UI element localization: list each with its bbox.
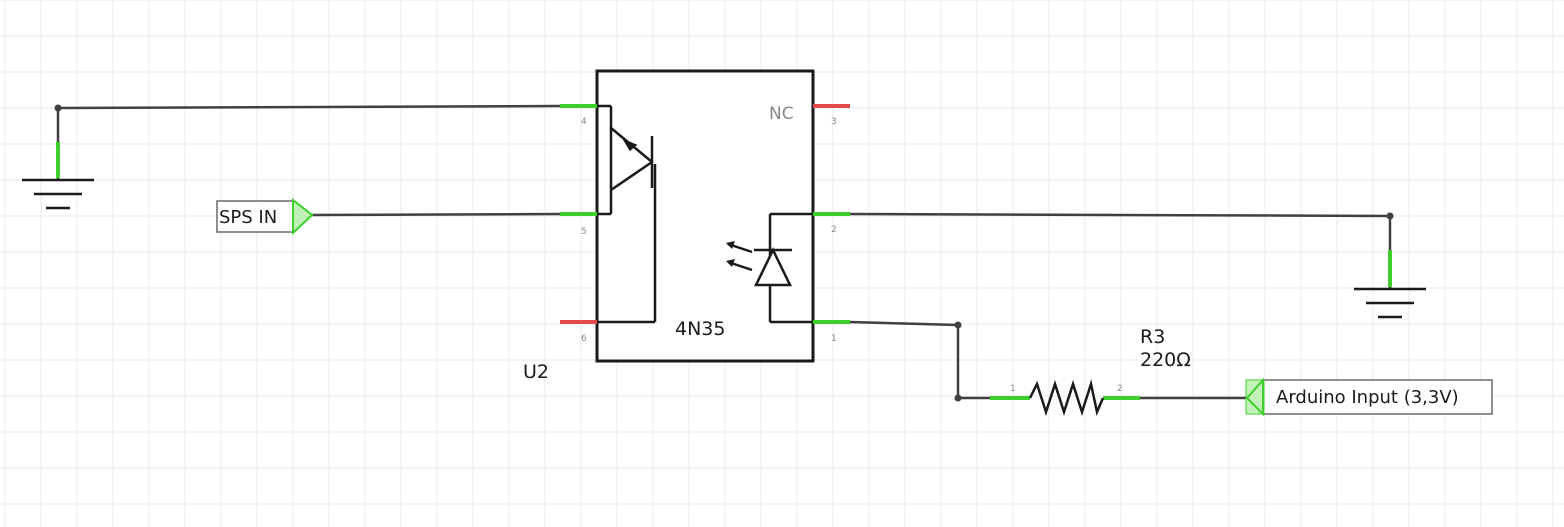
ic-reference-label: U2 [523, 361, 549, 383]
net-label-arduino-input[interactable]: Arduino Input (3,3V) [1245, 377, 1493, 417]
ground-symbol-left[interactable] [22, 142, 94, 210]
junctions [54, 104, 1394, 402]
net-label-arduino-input-text: Arduino Input (3,3V) [1276, 387, 1459, 408]
resistor-value-label: 220Ω [1140, 349, 1191, 371]
wire-pin2-to-ground-right[interactable] [848, 212, 1392, 290]
nc-label: NC [769, 104, 794, 124]
light-emission-arrows-icon [726, 241, 753, 272]
net-connector-arrow-icon [292, 197, 314, 236]
optocoupler-4n35[interactable]: 4 5 6 3 2 1 [560, 69, 850, 363]
emitter-arrow-icon [622, 138, 638, 152]
wire-sps-in-to-pin5[interactable] [310, 212, 562, 217]
net-label-sps-in-text: SPS IN [219, 207, 277, 228]
pin-number-6: 6 [581, 334, 587, 344]
junction-dot [1386, 212, 1394, 220]
resistor-pin-number-2: 2 [1117, 384, 1123, 394]
ground-symbol-right[interactable] [1354, 250, 1426, 319]
wire-pin1-to-resistor[interactable] [848, 320, 992, 400]
pin-number-1: 1 [831, 334, 837, 344]
resistor-zigzag [1028, 379, 1105, 417]
net-connector-arrow-icon [1245, 377, 1264, 417]
led-symbol [726, 212, 813, 324]
resistor-pin-number-1: 1 [1010, 384, 1016, 394]
resistor-reference-label: R3 [1140, 326, 1165, 348]
pin-number-4: 4 [581, 117, 587, 127]
resistor-r3[interactable]: 1 2 [990, 379, 1140, 417]
pin-number-5: 5 [581, 227, 587, 237]
junction-dot [954, 394, 962, 402]
phototransistor-symbol [597, 104, 657, 324]
pin-number-3: 3 [831, 117, 837, 127]
wire-ground-left-to-pin4[interactable] [56, 104, 562, 182]
ic-model-label: 4N35 [675, 318, 725, 340]
ic-body[interactable] [595, 69, 815, 363]
pin-number-2: 2 [831, 225, 837, 235]
junction-dot [54, 104, 62, 112]
junction-dot [954, 321, 962, 329]
net-label-sps-in[interactable]: SPS IN [216, 197, 314, 236]
